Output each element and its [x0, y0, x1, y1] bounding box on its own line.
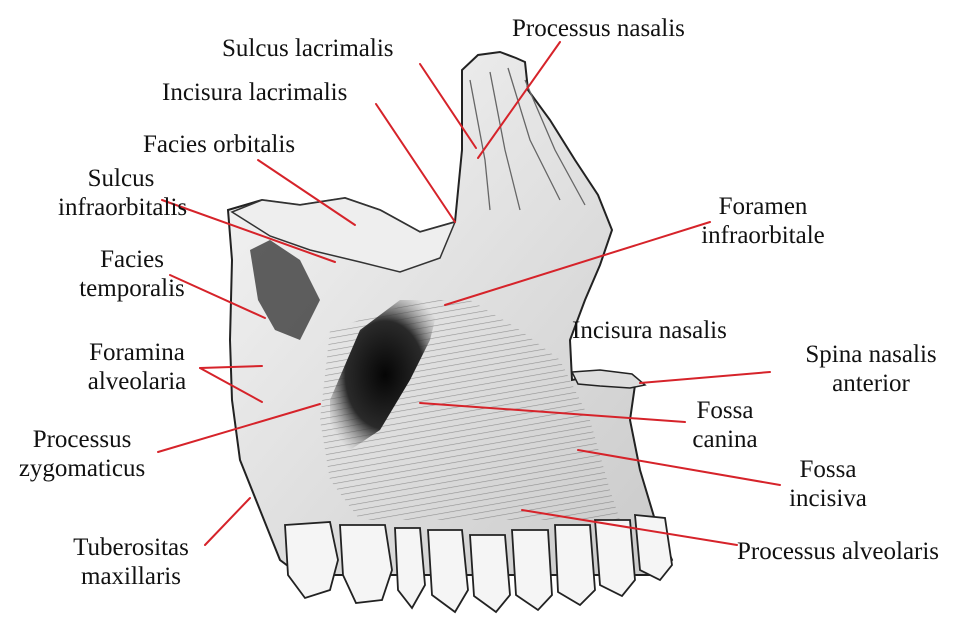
label-line: Facies	[72, 245, 192, 274]
label-foramina-alveolaria: Foramina alveolaria	[82, 338, 192, 396]
label-line: Fossa	[680, 396, 770, 425]
label-facies-temporalis: Facies temporalis	[72, 245, 192, 303]
label-line: Sulcus	[58, 164, 184, 193]
label-facies-orbitalis: Facies orbitalis	[143, 130, 295, 159]
label-line: zygomaticus	[12, 454, 152, 483]
label-line: infraorbitale	[688, 221, 838, 250]
tooth	[470, 535, 510, 612]
label-line: Tuberositas	[68, 533, 194, 562]
label-incisura-nasalis: Incisura nasalis	[572, 316, 727, 345]
label-tuberositas-maxillaris: Tuberositas maxillaris	[68, 533, 194, 591]
label-fossa-incisiva: Fossa incisiva	[778, 455, 878, 513]
label-line: infraorbitalis	[58, 193, 184, 222]
tooth	[595, 520, 635, 596]
tooth	[395, 528, 425, 608]
label-line: Foramen	[688, 192, 838, 221]
leader-line-incisura-lacrimalis	[376, 104, 455, 222]
label-processus-alveolaris: Processus alveolaris	[737, 537, 939, 566]
label-line: Foramina	[82, 338, 192, 367]
label-sulcus-lacrimalis: Sulcus lacrimalis	[222, 34, 394, 63]
label-line: anterior	[776, 369, 966, 398]
label-line: incisiva	[778, 484, 878, 513]
label-sulcus-infraorbitalis: Sulcus infraorbitalis	[58, 164, 184, 222]
tooth	[635, 515, 672, 580]
label-foramen-infraorbitale: Foramen infraorbitale	[688, 192, 838, 250]
label-fossa-canina: Fossa canina	[680, 396, 770, 454]
label-processus-zygomaticus: Processus zygomaticus	[12, 425, 152, 483]
label-line: temporalis	[72, 274, 192, 303]
leader-line-tuberositas-maxillaris	[205, 498, 250, 545]
label-line: canina	[680, 425, 770, 454]
tooth	[555, 525, 595, 605]
label-incisura-lacrimalis: Incisura lacrimalis	[162, 78, 347, 107]
tooth	[340, 525, 392, 603]
tooth	[428, 530, 468, 612]
label-line: Fossa	[778, 455, 878, 484]
tooth	[512, 530, 552, 610]
label-line: maxillaris	[68, 562, 194, 591]
label-line: Processus	[12, 425, 152, 454]
label-spina-nasalis-anterior: Spina nasalis anterior	[776, 340, 966, 398]
leader-line-spina-nasalis-anterior	[640, 372, 770, 383]
label-processus-nasalis: Processus nasalis	[512, 14, 685, 43]
tooth	[285, 522, 338, 598]
label-line: alveolaria	[82, 367, 192, 396]
label-line: Spina nasalis	[776, 340, 966, 369]
